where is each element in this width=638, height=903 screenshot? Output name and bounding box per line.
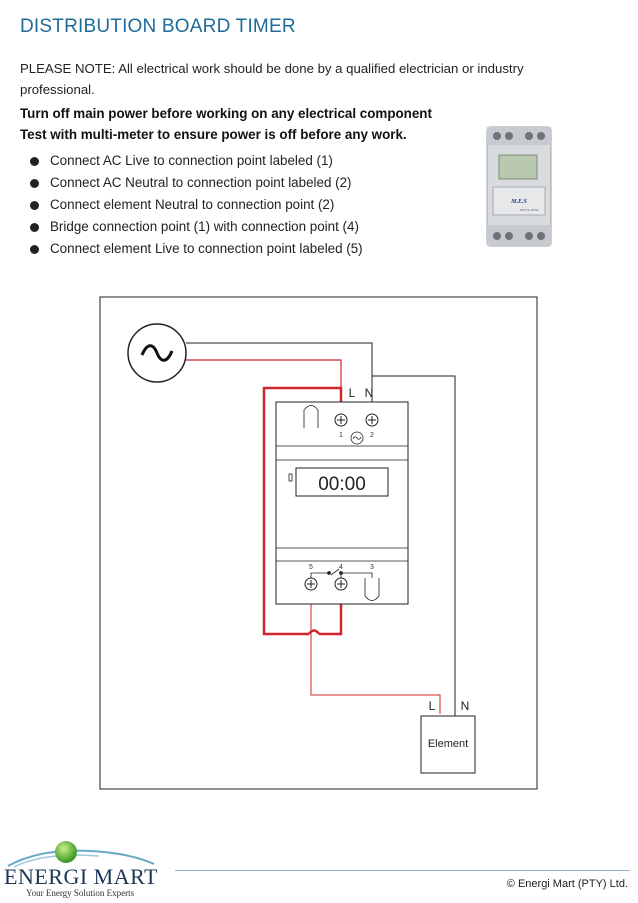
relay-switch-icon xyxy=(310,568,373,578)
list-item: Bridge connection point (1) with connect… xyxy=(30,216,363,238)
indicator-led xyxy=(288,473,293,482)
timer-display xyxy=(295,467,389,497)
list-item: Connect element Live to connection point… xyxy=(30,238,363,260)
supply-live-label: L xyxy=(349,386,356,400)
photo-brand: M.E.S xyxy=(510,199,527,205)
element-box xyxy=(420,715,476,774)
logo-swoosh-icon xyxy=(7,841,155,868)
photo-model: KW-TS-107W xyxy=(520,208,539,212)
display-time: 00:00 xyxy=(318,474,366,495)
bullet-icon xyxy=(30,200,39,210)
footer-divider xyxy=(175,870,630,871)
timer-product-photo: M.E.S KW-TS-107W xyxy=(486,126,552,247)
bullet-icon xyxy=(30,178,39,188)
terminal-label: 1 xyxy=(339,432,343,439)
bullet-icon xyxy=(30,156,39,166)
page-title: DISTRIBUTION BOARD TIMER xyxy=(20,16,296,37)
sine-wave-icon xyxy=(140,344,174,362)
element-live-label: L xyxy=(429,699,436,713)
brand-logo: ENERGI MART Your Energy Solution Experts xyxy=(4,838,164,900)
timer-body xyxy=(275,401,409,605)
logo-tagline: Your Energy Solution Experts xyxy=(26,888,135,898)
list-item: Connect AC Live to connection point labe… xyxy=(30,150,363,172)
copyright: © Energi Mart (PTY) Ltd. xyxy=(506,878,628,890)
safety-note: PLEASE NOTE: All electrical work should … xyxy=(20,61,524,97)
list-item: Connect element Neutral to connection po… xyxy=(30,194,363,216)
warning-power-off: Turn off main power before working on an… xyxy=(20,106,432,121)
element-neutral-label: N xyxy=(461,699,470,713)
element-label: Element xyxy=(428,738,468,750)
bullet-icon xyxy=(30,222,39,232)
supply-neutral-label: N xyxy=(365,386,374,400)
list-item: Connect AC Neutral to connection point l… xyxy=(30,172,363,194)
instruction-list: Connect AC Live to connection point labe… xyxy=(30,150,363,260)
terminal-label: 4 xyxy=(339,564,343,571)
terminal-label: 2 xyxy=(370,432,374,439)
bullet-icon xyxy=(30,244,39,254)
terminal-label: 5 xyxy=(309,564,313,571)
diagram-frame xyxy=(99,296,538,790)
terminal-label: 3 xyxy=(370,564,374,571)
warning-test-meter: Test with multi-meter to ensure power is… xyxy=(20,127,407,142)
logo-name: ENERGI MART xyxy=(4,864,158,889)
